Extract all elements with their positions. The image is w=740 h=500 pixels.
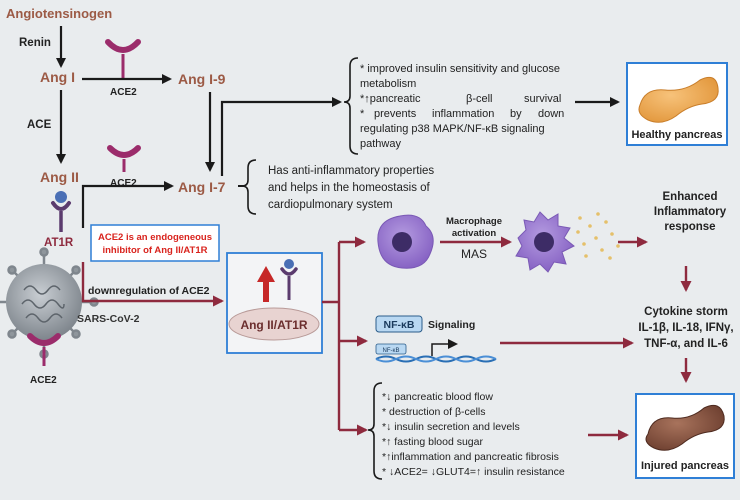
macrophage-activation-line-2: activation	[452, 228, 497, 239]
dna-strand-icon	[375, 355, 497, 363]
cytokine-line-3: TNF-α, and IL-6	[644, 338, 728, 350]
inflammatory-line-3: response	[664, 221, 715, 233]
virus-label: SARS-CoV-2	[77, 313, 140, 325]
nfkb-badge-label: NF-κB	[384, 319, 415, 331]
ace2-virus-label: ACE2	[30, 375, 57, 386]
renin-label: Renin	[19, 37, 51, 49]
ang17-to-benefits-arrow	[220, 97, 342, 176]
benefits-text: * improved insulin sensitivity and gluco…	[360, 63, 564, 150]
ang2-label: Ang II	[40, 169, 79, 185]
ace2-receptor-mid-icon	[107, 145, 141, 172]
at1r-label: AT1R	[44, 237, 74, 249]
ace2-mid-label: ACE2	[110, 178, 137, 189]
inflammatory-line-1: Enhanced	[663, 191, 718, 203]
resting-macrophage-icon	[377, 214, 434, 269]
benefit-line-4d: by	[510, 108, 522, 120]
effect-line-6: * ↓ACE2= ↓GLUT4=↑ insulin resistance	[382, 466, 565, 478]
benefits-bracket	[343, 57, 359, 155]
ace2-receptor-top-icon	[105, 39, 141, 78]
ace2-inhibitor-box	[90, 224, 220, 262]
transcription-arrow-icon	[431, 339, 458, 356]
up-arrow-icon	[257, 266, 275, 302]
inflammatory-line-2: Inflammatory	[654, 206, 727, 218]
benefit-line-4b: prevents	[374, 108, 417, 120]
benefit-line-1: * improved insulin sensitivity and gluco…	[360, 63, 560, 75]
effect-line-3: *↓ insulin secretion and levels	[382, 421, 520, 433]
injured-pancreas-image	[645, 404, 725, 451]
nfkb-small-badge	[375, 343, 407, 355]
cytokine-line-1: Cytokine storm	[644, 306, 728, 318]
effect-line-5: *↑inflammation and pancreatic fibrosis	[382, 451, 559, 463]
benefit-line-5: regulating p38 MAPK/NF-κB signaling	[360, 123, 545, 135]
ang17-label: Ang I-7	[178, 179, 226, 195]
benefit-line-3a: *↑pancreatic	[360, 93, 421, 105]
benefit-line-4e: down	[538, 108, 564, 120]
effect-line-2: * destruction of β-cells	[382, 406, 486, 418]
anti-inflammatory-bracket	[241, 159, 257, 215]
healthy-pancreas-image	[638, 76, 719, 123]
sars-cov-2-virus-icon	[0, 247, 99, 359]
ang1-label: Ang I	[40, 69, 75, 85]
ang19-label: Ang I-9	[178, 71, 226, 87]
ang2-at1r-ellipse	[228, 307, 320, 341]
anti-line-1: Has anti-inflammatory properties	[268, 165, 434, 177]
cytokine-dots-icon	[576, 212, 620, 260]
downregulation-label: downregulation of ACE2	[88, 285, 210, 297]
macrophage-activation-line-1: Macrophage	[446, 216, 502, 227]
healthy-pancreas-label: Healthy pancreas	[631, 129, 722, 141]
effects-bracket	[367, 382, 383, 480]
benefit-line-4c: inflammation	[432, 108, 494, 120]
ace2-inhibitor-line-1: ACE2 is an endogeneous	[98, 232, 212, 243]
anti-line-2: and helps in the homeostasis of	[268, 182, 431, 194]
injured-pancreas-label: Injured pancreas	[641, 460, 729, 472]
benefit-line-6: pathway	[360, 138, 401, 150]
nfkb-small-label: NF-κB	[383, 348, 400, 354]
ace2-inhibitor-line-2: inhibitor of Ang II/AT1R	[102, 245, 207, 256]
downregulation-arrow	[81, 262, 224, 307]
cytokine-line-2: IL-1β, IL-18, IFNγ,	[638, 322, 733, 334]
at1r-receptor-icon	[51, 191, 71, 232]
ace2-top-label: ACE2	[110, 87, 137, 98]
ace2-virus-receptor-icon	[27, 333, 61, 366]
benefit-line-4a: *	[360, 108, 365, 120]
benefit-line-3b: β-cell	[466, 93, 493, 105]
effect-line-1: *↓ pancreatic blood flow	[382, 391, 493, 403]
benefit-line-2: metabolism	[360, 78, 416, 90]
angiotensinogen-label: Angiotensinogen	[6, 6, 112, 21]
anti-line-3: cardiopulmonary system	[268, 199, 393, 211]
effect-line-4: *↑ fasting blood sugar	[382, 436, 483, 448]
nfkb-signaling-label: Signaling	[428, 319, 475, 331]
ace-label: ACE	[27, 119, 52, 131]
activated-macrophage-icon	[515, 211, 575, 273]
ang2-to-ang17-arrow	[81, 181, 174, 228]
nfkb-badge	[375, 315, 423, 333]
mas-label: MAS	[461, 247, 487, 261]
benefit-line-3c: survival	[524, 93, 561, 105]
ang2-at1r-label: Ang II/AT1R	[240, 318, 307, 332]
at1r-receptor-box-icon	[280, 259, 298, 300]
